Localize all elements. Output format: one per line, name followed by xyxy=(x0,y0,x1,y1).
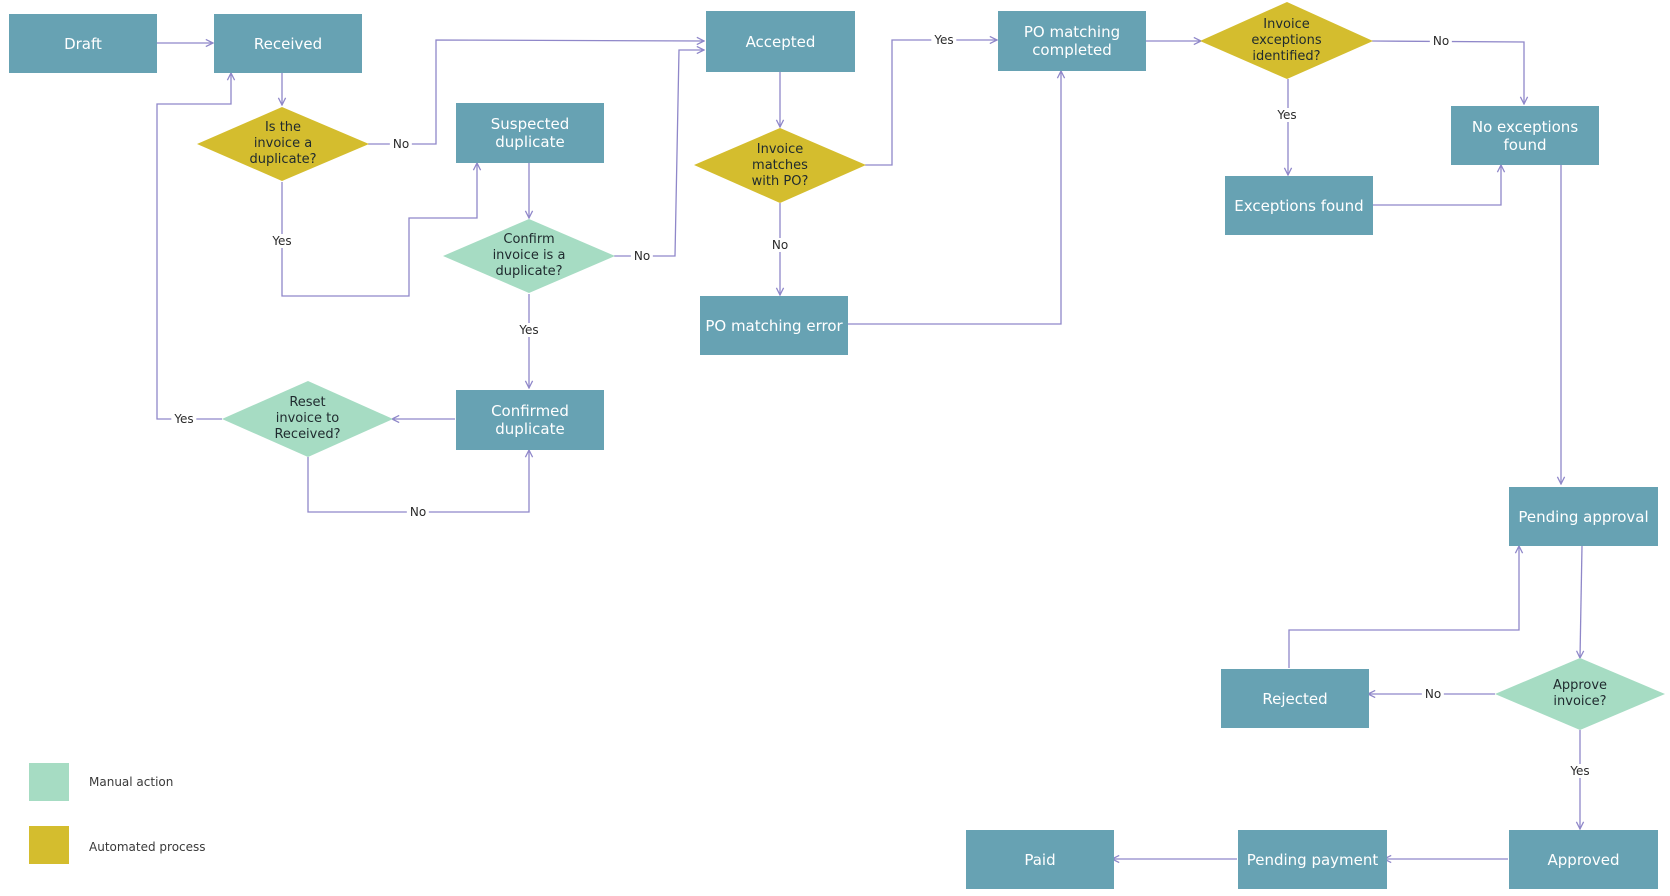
node-no-exceptions-found[interactable]: No exceptions found xyxy=(1451,106,1599,165)
edge-label-approve-yes: Yes xyxy=(1567,764,1593,778)
decision-invoice-matches-po-shape xyxy=(694,128,866,203)
edge-label-exceptions-no: No xyxy=(1429,34,1453,48)
node-pending-payment[interactable]: Pending payment xyxy=(1238,830,1387,889)
edge-label-reset-yes: Yes xyxy=(171,412,197,426)
node-po-matching-completed[interactable]: PO matching completed xyxy=(998,11,1146,71)
edge-label-confirm-no: No xyxy=(630,249,654,263)
node-pending-approval[interactable]: Pending approval xyxy=(1509,487,1658,546)
node-confirmed-duplicate[interactable]: Confirmed duplicate xyxy=(456,390,604,450)
edge-rejected-pending xyxy=(1288,546,1519,668)
node-approved-label: Approved xyxy=(1547,850,1620,869)
edge-label-approve-no: No xyxy=(1421,687,1445,701)
node-approved[interactable]: Approved xyxy=(1509,830,1658,889)
edge-match-yes-completed xyxy=(865,40,997,166)
edge-label-match-yes: Yes xyxy=(931,33,957,47)
decision-is-duplicate-shape xyxy=(197,107,369,181)
node-accepted-label: Accepted xyxy=(745,32,816,51)
edge-label-dup-no: No xyxy=(389,137,413,151)
node-received[interactable]: Received xyxy=(214,14,362,73)
edge-pending-approve xyxy=(1580,545,1582,658)
edge-error-completed xyxy=(847,71,1061,325)
node-draft[interactable]: Draft xyxy=(9,14,157,73)
edge-found-noexc xyxy=(1372,165,1501,206)
decision-confirm-duplicate-shape xyxy=(443,219,615,293)
node-suspected-duplicate-label: Suspected duplicate xyxy=(490,115,570,151)
node-paid-label: Paid xyxy=(1024,850,1056,869)
node-confirmed-duplicate-label: Confirmed duplicate xyxy=(491,402,569,438)
legend-automated-swatch xyxy=(29,826,69,864)
edge-label-confirm-yes: Yes xyxy=(516,323,542,337)
node-po-matching-completed-label: PO matching completed xyxy=(1023,23,1121,59)
edge-label-dup-yes: Yes xyxy=(269,234,295,248)
node-rejected-label: Rejected xyxy=(1262,689,1328,708)
edge-label-exceptions-yes: Yes xyxy=(1274,108,1300,122)
decision-approve-invoice-shape xyxy=(1495,658,1665,730)
legend-manual-label: Manual action xyxy=(89,775,174,789)
node-po-matching-error-label: PO matching error xyxy=(705,316,843,335)
node-accepted[interactable]: Accepted xyxy=(706,11,855,72)
edge-exceptions-no-noexc xyxy=(1371,40,1524,104)
node-pending-payment-label: Pending payment xyxy=(1246,850,1379,869)
node-po-matching-error[interactable]: PO matching error xyxy=(700,296,848,355)
node-no-exceptions-found-label: No exceptions found xyxy=(1471,117,1579,154)
edge-reset-no-confirmed xyxy=(307,450,529,513)
node-pending-approval-label: Pending approval xyxy=(1518,507,1649,526)
legend-automated-label: Automated process xyxy=(89,840,206,854)
edge-reset-yes-received xyxy=(156,73,231,420)
node-draft-label: Draft xyxy=(64,34,102,53)
node-rejected[interactable]: Rejected xyxy=(1221,669,1369,728)
edge-label-reset-no: No xyxy=(406,505,430,519)
edge-label-match-no: No xyxy=(768,238,792,252)
node-exceptions-found[interactable]: Exceptions found xyxy=(1225,176,1373,235)
node-received-label: Received xyxy=(253,34,323,53)
edge-isdup-yes-suspected xyxy=(281,163,477,297)
node-exceptions-found-label: Exceptions found xyxy=(1234,196,1364,215)
edge-confirm-no-accepted xyxy=(614,50,704,257)
decision-reset-invoice-shape xyxy=(222,381,393,457)
node-paid[interactable]: Paid xyxy=(966,830,1114,889)
node-suspected-duplicate[interactable]: Suspected duplicate xyxy=(456,103,604,163)
decision-invoice-exceptions-shape xyxy=(1200,2,1373,79)
legend-manual-swatch xyxy=(29,763,69,801)
